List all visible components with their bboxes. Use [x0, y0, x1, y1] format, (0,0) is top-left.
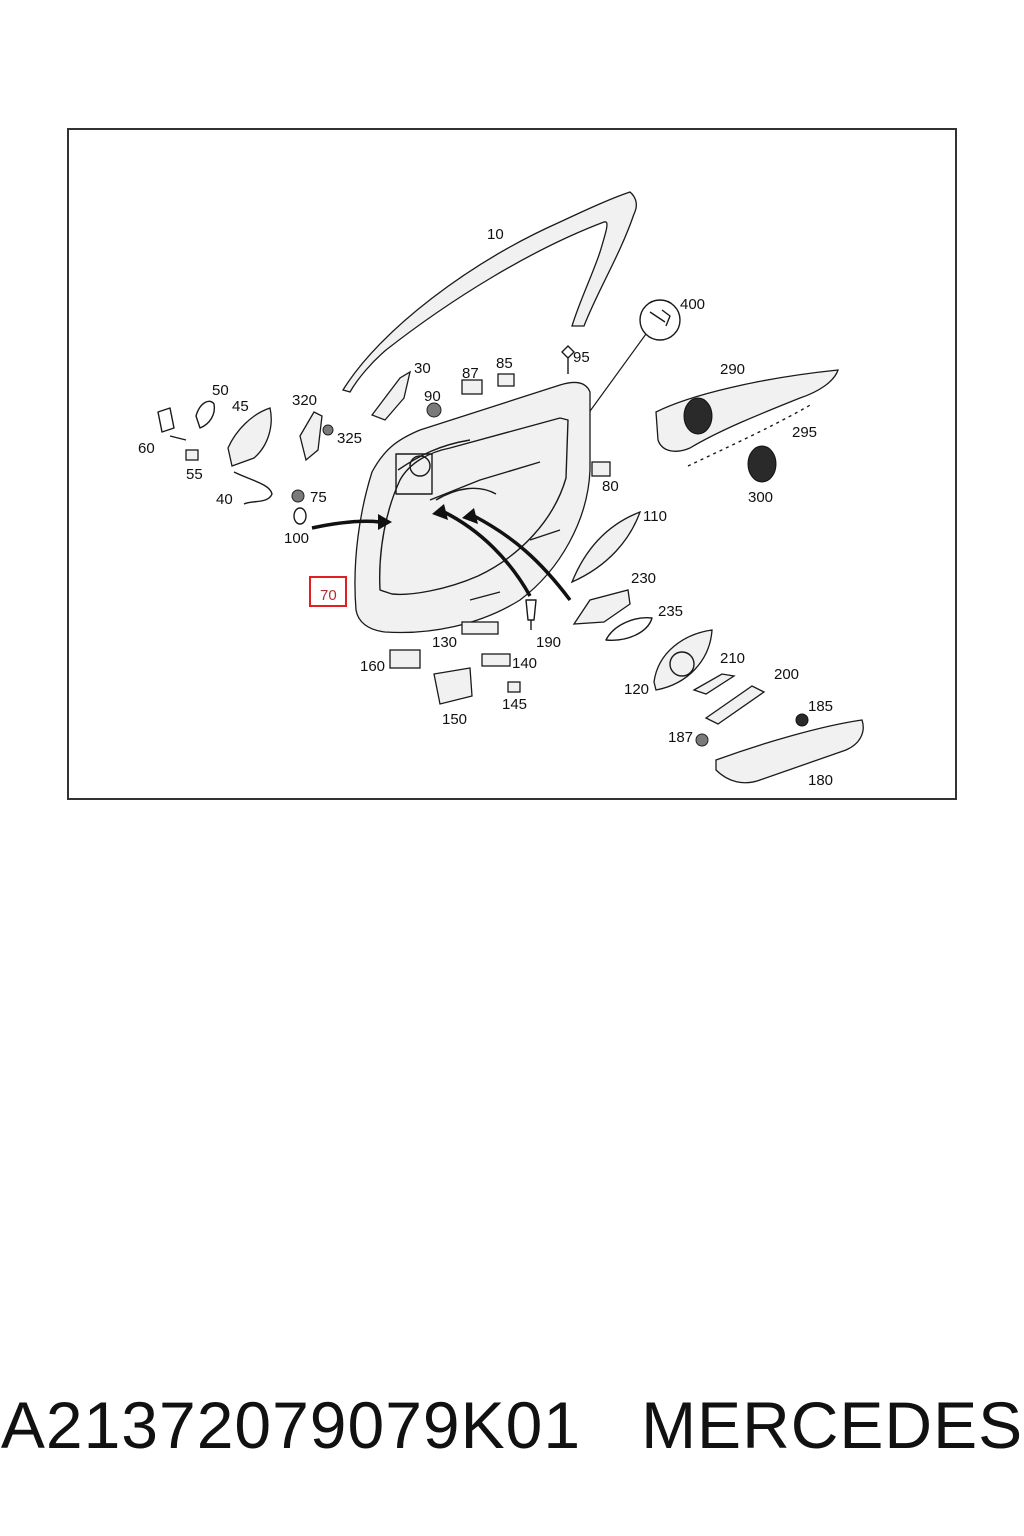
part-400-tool-symbol: [584, 299, 681, 419]
part-75-nut: [291, 489, 305, 503]
part-145-bulb: [507, 681, 521, 693]
part-110-speaker-grille: [570, 510, 642, 584]
part-320-bracket: [299, 411, 323, 462]
part-160-switch-block: [389, 649, 421, 669]
part-80-switch: [591, 461, 611, 477]
callout-187: 187: [668, 729, 693, 746]
callout-120: 120: [624, 681, 649, 698]
callout-110: 110: [643, 508, 667, 525]
callout-labels: 10 400 30 87 85 95 90 290 295 300 50 45 …: [138, 226, 833, 789]
callout-70-highlight-box: [309, 576, 347, 607]
callout-235: 235: [658, 603, 683, 620]
part-290-panel-insert: [655, 369, 839, 452]
callout-75: 75: [310, 489, 327, 506]
part-235-trim-ring: [605, 617, 653, 641]
part-140-light: [481, 653, 511, 667]
callout-200: 200: [774, 666, 799, 683]
part-325-screw: [322, 424, 334, 436]
callout-295: 295: [792, 424, 817, 441]
part-30-trim-cover: [370, 370, 411, 421]
callout-85: 85: [496, 355, 513, 372]
callout-145: 145: [502, 696, 527, 713]
part-85-clip: [497, 373, 515, 387]
callout-70: 70: [320, 587, 337, 604]
part-230-handle-bezel: [572, 589, 631, 625]
part-40-cable: [233, 471, 273, 505]
callout-60: 60: [138, 440, 155, 457]
part-185-screw: [795, 713, 809, 727]
callout-55: 55: [186, 466, 203, 483]
callout-50: 50: [212, 382, 229, 399]
part-190-pin: [525, 599, 537, 630]
part-300-speaker: [747, 445, 777, 483]
callout-160: 160: [360, 658, 385, 675]
callout-320: 320: [292, 392, 317, 409]
part-50-bracket: [195, 400, 216, 429]
part-150-cup-holder: [433, 667, 473, 705]
callout-185: 185: [808, 698, 833, 715]
part-180-armrest: [715, 719, 864, 784]
callout-190: 190: [536, 634, 561, 651]
callout-300: 300: [748, 489, 773, 506]
part-70-door-panel: [354, 381, 591, 634]
part-100-plug: [293, 507, 307, 525]
callout-150: 150: [442, 711, 467, 728]
callout-180: 180: [808, 772, 833, 789]
callout-130: 130: [432, 634, 457, 651]
callout-140: 140: [512, 655, 537, 672]
part-caption: A21372079079K01 MERCEDES: [0, 1380, 1024, 1470]
callout-80: 80: [602, 478, 619, 495]
callout-290: 290: [720, 361, 745, 378]
part-210-switch-panel: [692, 673, 736, 695]
brand-name: MERCEDES: [641, 1388, 1024, 1462]
callout-210: 210: [720, 650, 745, 667]
callout-100: 100: [284, 530, 309, 547]
part-120-speaker-cover: [653, 629, 713, 691]
callout-325: 325: [337, 430, 362, 447]
callout-95: 95: [573, 349, 590, 366]
callout-10: 10: [487, 226, 504, 243]
part-187-nut: [695, 733, 709, 747]
assembly-arrows: [311, 504, 572, 602]
part-130-light: [461, 621, 499, 635]
part-295-trim-strip: [687, 403, 813, 467]
part-number: A21372079079K01: [0, 1388, 582, 1462]
part-60-mechanism: [157, 407, 187, 441]
callout-40: 40: [216, 491, 233, 508]
part-90-nut: [426, 402, 442, 418]
callout-400: 400: [680, 296, 705, 313]
part-95-screw: [561, 345, 575, 374]
callout-230: 230: [631, 570, 656, 587]
part-87-switch: [461, 379, 483, 395]
callout-87: 87: [462, 365, 479, 382]
callout-90: 90: [424, 388, 441, 405]
part-45-speaker-housing: [227, 407, 272, 467]
callout-30: 30: [414, 360, 431, 377]
part-10-window-trim: [341, 191, 637, 393]
part-200-window-switch: [704, 685, 766, 725]
callout-45: 45: [232, 398, 249, 415]
part-55-clip: [185, 449, 199, 461]
